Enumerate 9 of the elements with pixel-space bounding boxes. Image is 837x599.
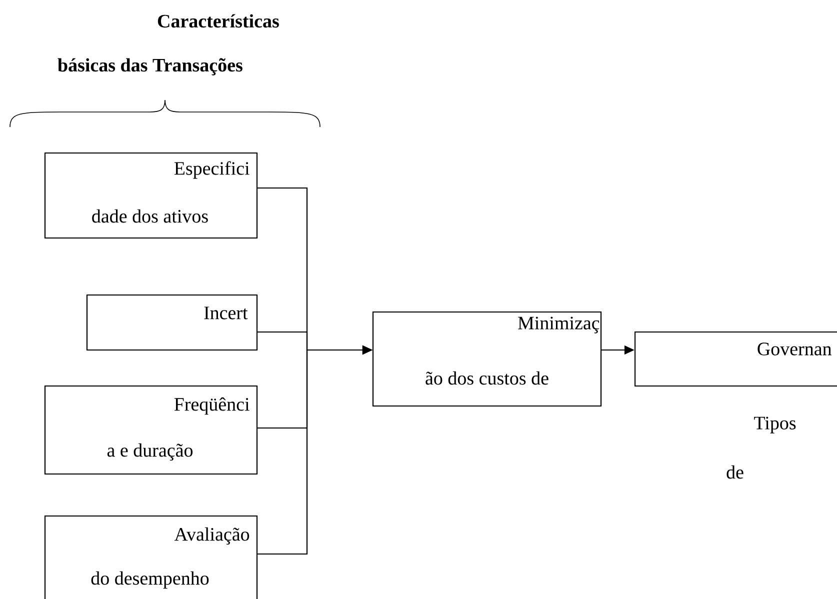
label: Tipos [754, 416, 796, 434]
process-box: Minimizaç ão dos custos de [372, 311, 602, 407]
process-box: Freqüênci a e duração [44, 385, 258, 475]
process-box: Avaliação do desempenho [44, 515, 258, 599]
process-box: Governan [634, 331, 837, 387]
label: de [726, 465, 744, 479]
title: Características básicas das Transações [58, 14, 279, 76]
process-box: Especifici dade dos ativos [44, 152, 258, 239]
process-box: Incert [86, 294, 258, 351]
